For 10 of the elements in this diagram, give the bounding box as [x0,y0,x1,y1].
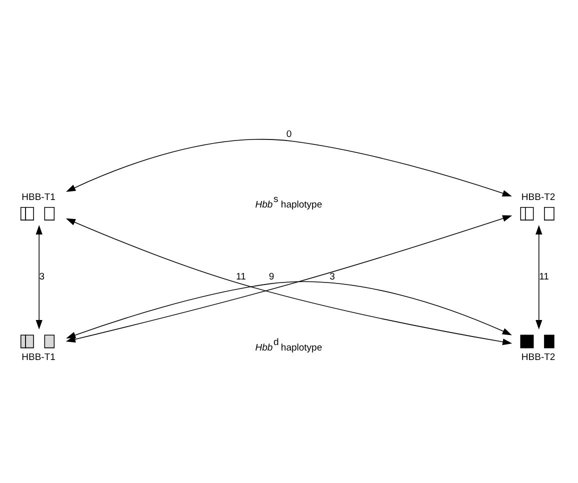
edge-label: 11 [539,272,549,283]
node-label: HBB-T1 [22,352,56,364]
edge-label: 0 [286,128,292,140]
node-label: HBB-T1 [22,192,56,203]
edge-label: 3 [330,272,335,283]
edge-label: 3 [39,272,45,283]
node-label: HBB-T2 [521,192,556,203]
edge-label: 11 [236,272,246,283]
edge-label: 9 [268,272,274,283]
node-label: HBB-T2 [521,352,556,364]
